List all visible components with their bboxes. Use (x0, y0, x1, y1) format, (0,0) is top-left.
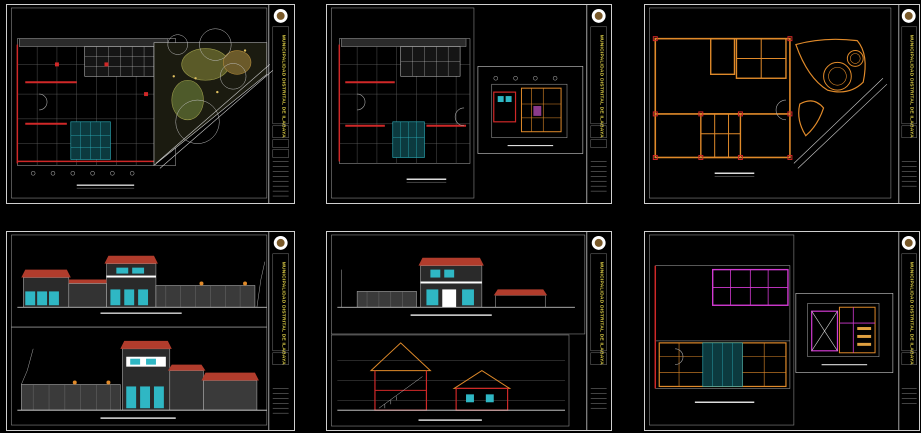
elevations-drawing: MUNICIPALIDAD DISTRITAL DE ILABAYA (11, 232, 289, 430)
installations-plan-detail (795, 293, 894, 373)
title-block: MUNICIPALIDAD DISTRITAL DE ILABAYA (898, 232, 917, 430)
installations-plan-main (654, 265, 791, 404)
sheet-site-plan: MUNICIPALIDAD DISTRITAL DE ILABAYA (6, 4, 295, 204)
title-block-text: MUNICIPALIDAD DISTRITAL DE ILABAYA (599, 262, 605, 365)
title-block-text: MUNICIPALIDAD DISTRITAL DE ILABAYA (281, 35, 287, 138)
sheet-floor-plan: MUNICIPALIDAD DISTRITAL DE ILABAYA (326, 4, 612, 204)
sheet-elevations: MUNICIPALIDAD DISTRITAL DE ILABAYA (6, 231, 295, 431)
title-block: MUNICIPALIDAD DISTRITAL DE ILABAYA (586, 232, 607, 430)
floor-plan-drawing: MUNICIPALIDAD DISTRITAL DE ILABAYA (331, 5, 607, 203)
sheet-structural-plan: MUNICIPALIDAD DISTRITAL DE ILABAYA (644, 4, 920, 204)
building-section (337, 342, 566, 421)
title-block-text: MUNICIPALIDAD DISTRITAL DE ILABAYA (281, 262, 287, 365)
side-elevation (17, 340, 267, 419)
sections-drawing: MUNICIPALIDAD DISTRITAL DE ILABAYA (331, 232, 607, 430)
site-plan-garden (153, 28, 273, 169)
front-elevation (17, 255, 267, 314)
sheet-sections: MUNICIPALIDAD DISTRITAL DE ILABAYA (326, 231, 612, 431)
rear-elevation (337, 257, 575, 316)
structural-plan-building (652, 36, 793, 160)
title-block-text: MUNICIPALIDAD DISTRITAL DE ILABAYA (599, 35, 605, 138)
site-plan-drawing: MUNICIPALIDAD DISTRITAL DE ILABAYA (11, 5, 289, 203)
floor-plan-main (338, 38, 471, 183)
installations-drawing: MUNICIPALIDAD DISTRITAL DE ILABAYA (649, 232, 917, 430)
title-block: MUNICIPALIDAD DISTRITAL DE ILABAYA (268, 5, 289, 203)
sheet-installations: MUNICIPALIDAD DISTRITAL DE ILABAYA (644, 231, 920, 431)
title-block: MUNICIPALIDAD DISTRITAL DE ILABAYA (898, 5, 917, 203)
site-plan-building (16, 38, 176, 166)
title-block: MUNICIPALIDAD DISTRITAL DE ILABAYA (268, 232, 289, 430)
structural-plan-garden (793, 38, 888, 169)
structural-plan-drawing: MUNICIPALIDAD DISTRITAL DE ILABAYA (649, 5, 917, 203)
title-block-text: MUNICIPALIDAD DISTRITAL DE ILABAYA (909, 35, 915, 138)
title-block-text: MUNICIPALIDAD DISTRITAL DE ILABAYA (909, 262, 915, 365)
title-block: MUNICIPALIDAD DISTRITAL DE ILABAYA (586, 5, 607, 203)
floor-plan-detail (477, 66, 584, 154)
